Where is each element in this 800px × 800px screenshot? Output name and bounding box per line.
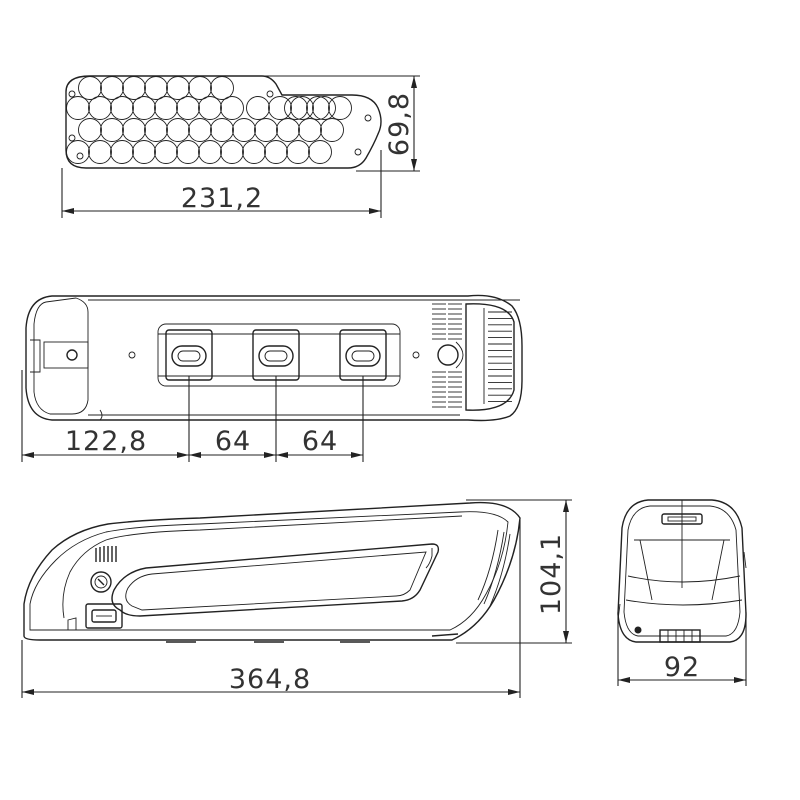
battery-cell <box>144 118 168 142</box>
dimension-label-364-8: 364,8 <box>229 664 311 695</box>
battery-cell <box>88 96 112 120</box>
mounting-hole-icon <box>354 148 362 156</box>
battery-cell <box>246 96 270 120</box>
battery-cell <box>100 76 124 100</box>
battery-cell <box>78 76 102 100</box>
bottom-view-outline <box>25 294 523 422</box>
dimension-label-122-8: 122,8 <box>65 426 147 457</box>
mount-slot-1 <box>165 329 213 381</box>
battery-cell <box>176 140 200 164</box>
battery-cell <box>312 96 336 120</box>
battery-cell <box>284 96 308 120</box>
battery-cell <box>220 96 244 120</box>
indicator-dot-icon <box>634 626 642 634</box>
dimension-label-69-8: 69,8 <box>384 92 415 156</box>
vent-grille-top <box>432 303 462 340</box>
mount-slot-2 <box>252 329 300 381</box>
cell-pack-outline <box>65 75 382 169</box>
cell-pack-view <box>65 75 382 169</box>
contact-pins-icon <box>659 629 701 643</box>
battery-cell <box>176 96 200 120</box>
battery-cell <box>268 96 292 120</box>
battery-cell <box>154 96 178 120</box>
top-latch-icon <box>661 513 703 525</box>
battery-cell <box>308 140 332 164</box>
battery-cell <box>328 96 352 120</box>
battery-cell <box>290 96 314 120</box>
battery-cell <box>220 140 244 164</box>
charge-port-icon <box>85 603 123 629</box>
battery-cell <box>166 76 190 100</box>
battery-cell <box>276 118 300 142</box>
battery-side-view <box>23 501 521 643</box>
dimension-battery-height: 104,1 <box>456 499 572 644</box>
bottom-screw-icon <box>66 349 78 361</box>
battery-bottom-view <box>25 294 523 422</box>
mounting-hole-icon <box>76 152 84 160</box>
battery-cell <box>66 140 90 164</box>
dimension-battery-width: 92 <box>617 612 747 686</box>
battery-cell <box>298 118 322 142</box>
mounting-hole-icon <box>68 134 76 142</box>
battery-cell <box>286 140 310 164</box>
battery-cell <box>254 118 278 142</box>
battery-cell <box>188 76 212 100</box>
rivet-icon <box>128 351 136 359</box>
vent-grille-bottom <box>432 371 462 408</box>
battery-cell <box>166 118 190 142</box>
dimension-label-104-1: 104,1 <box>536 533 567 615</box>
dimension-label-92: 92 <box>664 652 700 683</box>
dimension-label-231-2: 231,2 <box>181 183 263 214</box>
battery-cell <box>154 140 178 164</box>
battery-cell <box>144 76 168 100</box>
battery-cell <box>198 96 222 120</box>
dimension-label-64-a: 64 <box>215 426 251 457</box>
battery-cell <box>110 96 134 120</box>
mounting-hole-icon <box>68 90 76 98</box>
vent-stripes-icon <box>95 546 117 562</box>
battery-cell <box>320 118 344 142</box>
battery-cell <box>242 140 266 164</box>
lock-knob-icon <box>437 344 459 366</box>
battery-cell <box>198 140 222 164</box>
mount-slot-3 <box>339 329 387 381</box>
battery-cell <box>132 140 156 164</box>
battery-cell <box>306 96 330 120</box>
battery-cell <box>88 140 112 164</box>
battery-cell <box>132 96 156 120</box>
dimension-mount-positions: 122,8 64 64 <box>21 370 364 462</box>
battery-cell <box>188 118 212 142</box>
side-view-outline <box>23 501 521 641</box>
dimension-cell-pack-height: 69,8 <box>262 75 420 172</box>
end-cap-grip <box>483 308 512 404</box>
battery-cell <box>232 118 256 142</box>
battery-cell <box>66 96 90 120</box>
mounting-hole-icon <box>266 90 274 98</box>
battery-cell <box>122 76 146 100</box>
battery-cell <box>100 118 124 142</box>
battery-cell <box>210 76 234 100</box>
mounting-hole-icon <box>364 114 372 122</box>
dimension-battery-length: 364,8 <box>21 520 521 698</box>
battery-cell <box>78 118 102 142</box>
battery-cell <box>264 140 288 164</box>
battery-end-view <box>617 499 747 643</box>
battery-cell <box>122 118 146 142</box>
dimension-label-64-b: 64 <box>302 426 338 457</box>
battery-cell <box>110 140 134 164</box>
key-lock-icon <box>90 571 112 593</box>
battery-cell <box>210 118 234 142</box>
dimension-cell-pack-width: 231,2 <box>61 150 382 218</box>
battery-cells <box>66 76 372 164</box>
rivet-icon <box>412 351 420 359</box>
